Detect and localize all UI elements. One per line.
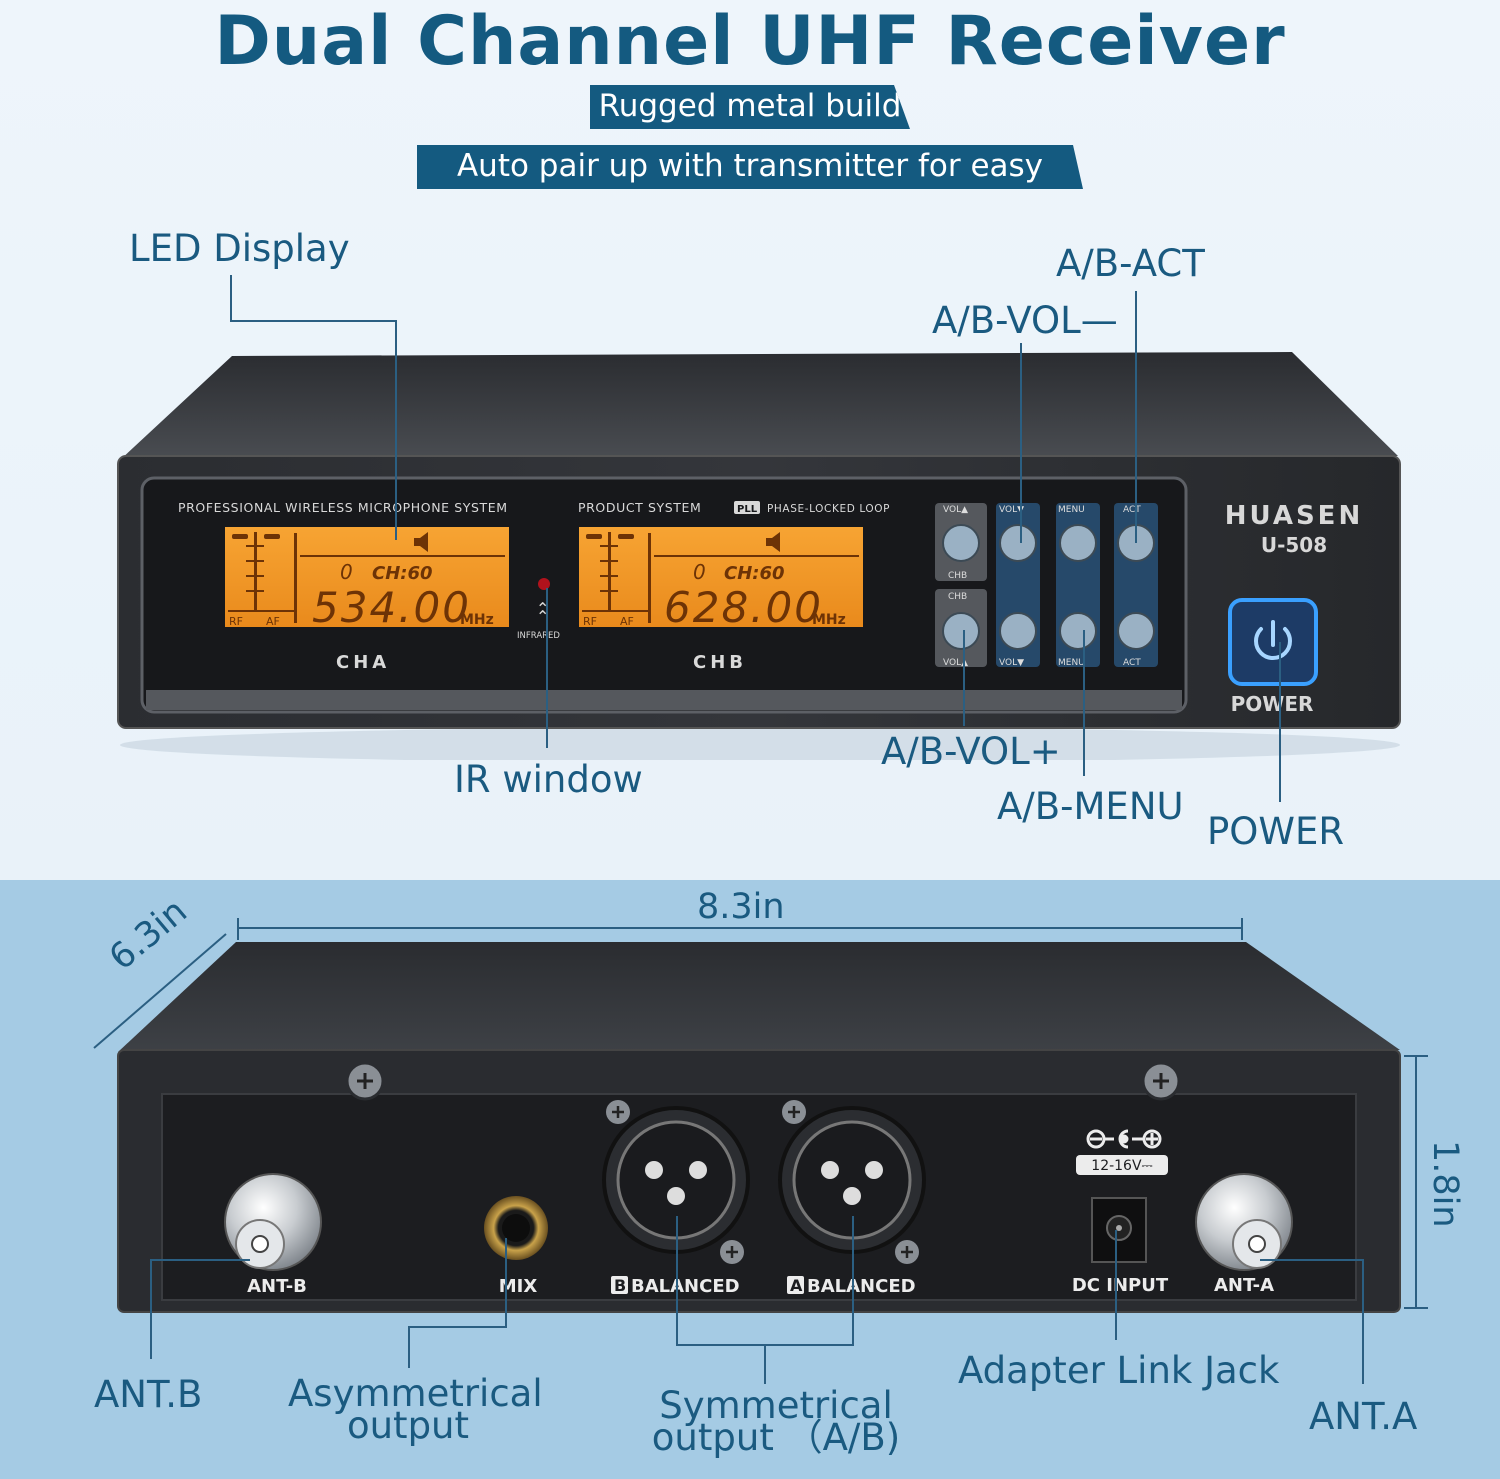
chb-group: 0 [693,560,706,584]
chb-rf: RF [583,615,597,628]
system-text-right-b: PHASE-LOCKED LOOP [767,503,890,515]
btn-label-chb-2: CHB [948,592,967,602]
chb-vol-down-button[interactable] [999,612,1037,650]
rear-b-letter: B [614,1276,626,1295]
cha-channel: CH:60 [372,563,433,584]
callout-ab-menu: A/B-MENU [997,785,1184,828]
callout-ab-vol-plus: A/B-VOL+ [881,730,1061,773]
rear-a-letter: A [790,1276,803,1295]
cha-frequency: 534.00 [312,583,471,632]
btn-label-chb-1: CHB [948,571,967,581]
btn-label-vol-down-1: VOL▼ [999,505,1024,515]
callout-ant-b: ANT.B [94,1373,203,1416]
callout-ab-act: A/B-ACT [1056,242,1205,285]
dimension-width: 8.3in [697,887,785,927]
cha-vol-up-button[interactable] [942,524,980,562]
polarity-icon [1086,1129,1162,1149]
brand-logo: HUASEN [1225,501,1363,531]
cha-label: CHA [336,652,390,673]
page-title: Dual Channel UHF Receiver [214,2,1286,81]
dc-input-jack[interactable] [1091,1197,1147,1263]
ir-window [538,578,550,590]
system-text-left: PROFESSIONAL WIRELESS MICROPHONE SYSTEM [178,500,508,515]
cha-rf: RF [229,615,243,628]
chb-vol-up-button[interactable] [942,612,980,650]
banner-rugged: Rugged metal build [590,85,910,129]
btn-label-vol-up-2: VOL▲ [943,658,968,668]
rear-label-mix: MIX [499,1276,538,1297]
receiver-front: PROFESSIONAL WIRELESS MICROPHONE SYSTEM … [117,352,1401,760]
dimension-height: 1.8in [1425,1140,1465,1228]
callout-ab-vol-minus: A/B-VOL— [932,299,1118,342]
chb-act-button[interactable] [1117,612,1155,650]
screw [345,1061,1181,1264]
callout-led-display: LED Display [129,227,350,270]
rear-label-balanced-b: BALANCED [631,1276,740,1297]
btn-label-vol-down-2: VOL▼ [999,658,1024,668]
callout-sym-line2: output （A/B) [651,1416,901,1459]
rear-label-balanced-a: BALANCED [807,1276,916,1297]
cha-menu-button[interactable] [1059,524,1097,562]
btn-label-act-2: ACT [1123,658,1141,668]
power-icon [1254,627,1292,661]
chb-menu-button[interactable] [1059,612,1097,650]
callout-sym-line1: Symmetrical [659,1384,893,1427]
btn-label-act-1: ACT [1123,505,1141,515]
power-label: POWER [1231,692,1314,716]
rear-label-ant-a: ANT-A [1214,1275,1274,1296]
callout-adapter-link-jack: Adapter Link Jack [958,1349,1280,1392]
receiver-rear: ANT-B MIX B BALANCED A BALANCED 12-16V⎓ … [93,918,1428,1313]
system-text-right-a: PRODUCT SYSTEM [578,500,701,515]
chb-af: AF [620,615,634,628]
cha-unit: MHz [460,612,494,628]
pll-badge: PLL [737,504,758,515]
rear-label-dc-input: DC INPUT [1072,1275,1169,1296]
chb-frequency: 628.00 [664,583,823,632]
cha-af: AF [266,615,280,628]
btn-label-menu-1: MENU [1058,505,1085,515]
callout-ant-a: ANT.A [1309,1395,1418,1438]
callout-symmetrical: Symmetrical output （A/B) [646,1384,906,1459]
btn-label-menu-2: MENU [1058,658,1085,668]
voltage-label: 12-16V⎓ [1091,1158,1152,1174]
model-number: U-508 [1261,533,1327,557]
callout-asymmetrical: Asymmetrical output [288,1372,543,1447]
callout-asym-line2: output [346,1404,470,1447]
banner-autopair: Auto pair up with transmitter for easy s… [417,145,1083,189]
chb-label: CHB [693,652,747,673]
callout-asym-line1: Asymmetrical [288,1372,543,1415]
callout-ir-window: IR window [454,758,643,801]
cha-group: 0 [340,560,353,584]
chb-unit: MHz [812,612,846,628]
cha-vol-down-button[interactable] [999,524,1037,562]
chb-channel: CH:60 [724,563,785,584]
btn-label-vol-up-1: VOL▲ [943,505,968,515]
callout-power: POWER [1207,810,1345,853]
rear-label-ant-b: ANT-B [247,1276,307,1297]
infrared-text: INFRARED [517,631,560,641]
